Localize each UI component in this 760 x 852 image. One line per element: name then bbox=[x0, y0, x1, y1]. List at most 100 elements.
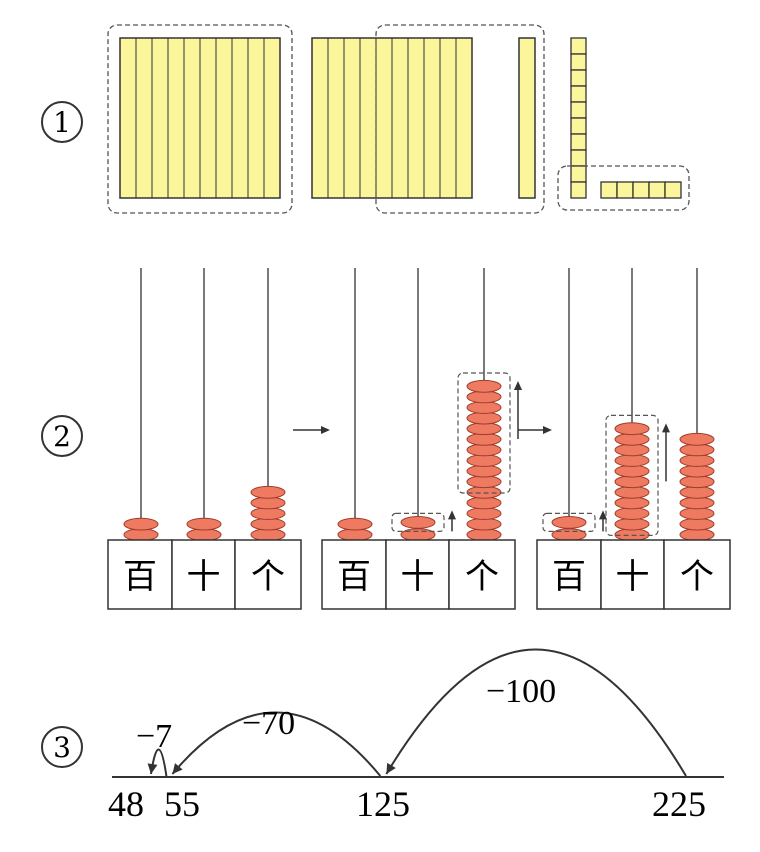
bead-tens bbox=[614, 496, 650, 510]
ten-rod bbox=[518, 37, 536, 199]
up-arrow-head bbox=[662, 423, 670, 433]
svg-text:1: 1 bbox=[53, 106, 71, 139]
number-line bbox=[112, 648, 724, 778]
place-label-ones: 个 bbox=[251, 557, 285, 597]
bead-ones bbox=[466, 507, 502, 520]
svg-text:3: 3 bbox=[53, 731, 71, 764]
bead-hundreds bbox=[123, 528, 159, 542]
bead-tens bbox=[186, 517, 222, 531]
place-box-ones bbox=[663, 539, 731, 610]
jump-arrowhead-2 bbox=[172, 763, 183, 774]
bead-tens bbox=[614, 507, 650, 520]
borrow-box bbox=[391, 512, 445, 533]
bead-ones bbox=[466, 528, 502, 542]
bead-ones bbox=[679, 507, 715, 520]
bead-tens bbox=[186, 528, 222, 542]
abacus-3: 百十个 bbox=[536, 268, 731, 610]
bead-ones bbox=[679, 443, 715, 457]
regroup-box-hundred bbox=[107, 24, 293, 214]
bead-tens bbox=[614, 432, 650, 446]
bead-ones bbox=[466, 379, 502, 393]
place-box-ones bbox=[448, 539, 516, 610]
bead-ones bbox=[250, 496, 286, 510]
bead-ones bbox=[679, 485, 715, 499]
bead-ones bbox=[679, 517, 715, 531]
bead-ones bbox=[466, 411, 502, 425]
place-label-tens: 十 bbox=[401, 557, 435, 597]
tick-label-55: 55 bbox=[164, 784, 200, 824]
bead-ones bbox=[679, 464, 715, 478]
bead-ones bbox=[679, 432, 715, 446]
bead-ones bbox=[679, 454, 715, 467]
svg-text:2: 2 bbox=[53, 420, 71, 453]
place-label-ones: 个 bbox=[680, 557, 714, 597]
place-label-tens: 十 bbox=[187, 557, 221, 597]
tick-label-125: 125 bbox=[356, 784, 410, 824]
hundred-flat-broken bbox=[311, 37, 473, 199]
borrow-box bbox=[542, 512, 596, 533]
borrowed-bead bbox=[551, 516, 587, 529]
place-box-tens bbox=[171, 539, 236, 610]
place-box-hundreds bbox=[536, 539, 602, 610]
abacus-diagram: 百十个百十个百十个 bbox=[107, 268, 731, 610]
place-label-hundreds: 百 bbox=[123, 557, 157, 597]
bead-ones bbox=[679, 528, 715, 542]
tick-label-48: 48 bbox=[108, 784, 144, 824]
up-arrow-head bbox=[448, 510, 456, 520]
place-label-tens: 十 bbox=[616, 557, 650, 597]
bead-tens bbox=[614, 485, 650, 499]
bead-ones bbox=[466, 432, 502, 446]
section-marker-3: 3 bbox=[41, 726, 83, 768]
jump-arrowhead-1 bbox=[386, 762, 396, 774]
bead-ones bbox=[250, 485, 286, 499]
place-label-ones: 个 bbox=[465, 557, 499, 597]
up-arrow-head bbox=[514, 381, 522, 390]
bead-tens bbox=[614, 528, 650, 542]
borrowed-bead bbox=[400, 516, 436, 529]
bead-ones bbox=[466, 401, 502, 414]
bead-ones bbox=[679, 475, 715, 489]
bead-ones bbox=[466, 422, 502, 436]
bead-tens bbox=[614, 443, 650, 457]
abacus-1: 百十个 bbox=[107, 268, 302, 610]
bead-tens bbox=[614, 454, 650, 467]
section-marker-2: 2 bbox=[41, 415, 83, 457]
up-arrow-head bbox=[599, 510, 607, 520]
bead-hundreds bbox=[337, 517, 373, 531]
step-arrow-2 bbox=[518, 426, 552, 434]
place-box-tens bbox=[385, 539, 450, 610]
place-box-hundreds bbox=[321, 539, 387, 610]
bead-ones bbox=[250, 507, 286, 520]
place-label-hundreds: 百 bbox=[552, 557, 586, 597]
place-label-hundreds: 百 bbox=[337, 557, 371, 597]
section-marker-1: 1 bbox=[41, 101, 83, 143]
bead-ones bbox=[250, 528, 286, 542]
jump-arc-1 bbox=[385, 648, 687, 777]
regroup-box-ones bbox=[557, 165, 690, 211]
jump-label-minus-7: −7 bbox=[136, 718, 172, 755]
bead-tens bbox=[614, 517, 650, 531]
bead-tens bbox=[614, 464, 650, 478]
abacus-2: 百十个 bbox=[321, 268, 522, 610]
jump-arc-2 bbox=[171, 711, 382, 777]
bead-tens bbox=[400, 528, 436, 542]
bead-ones bbox=[466, 390, 502, 404]
regroup-group-box bbox=[457, 372, 511, 494]
bead-ones bbox=[466, 443, 502, 457]
bead-ones bbox=[466, 517, 502, 531]
bead-tens bbox=[614, 422, 650, 436]
bead-ones bbox=[466, 454, 502, 467]
bead-hundreds bbox=[551, 528, 587, 542]
bead-ones bbox=[466, 464, 502, 478]
tick-label-225: 225 bbox=[652, 784, 706, 824]
place-box-hundreds bbox=[107, 539, 173, 610]
bead-ones bbox=[466, 496, 502, 510]
bead-ones bbox=[466, 475, 502, 489]
hundred-flat bbox=[119, 37, 281, 199]
bead-ones bbox=[466, 485, 502, 499]
jump-label-minus-70: −70 bbox=[242, 705, 295, 742]
bead-tens bbox=[614, 475, 650, 489]
bead-ones bbox=[679, 496, 715, 510]
jump-arrowhead-3 bbox=[147, 763, 158, 774]
step-arrow-1 bbox=[293, 426, 330, 434]
